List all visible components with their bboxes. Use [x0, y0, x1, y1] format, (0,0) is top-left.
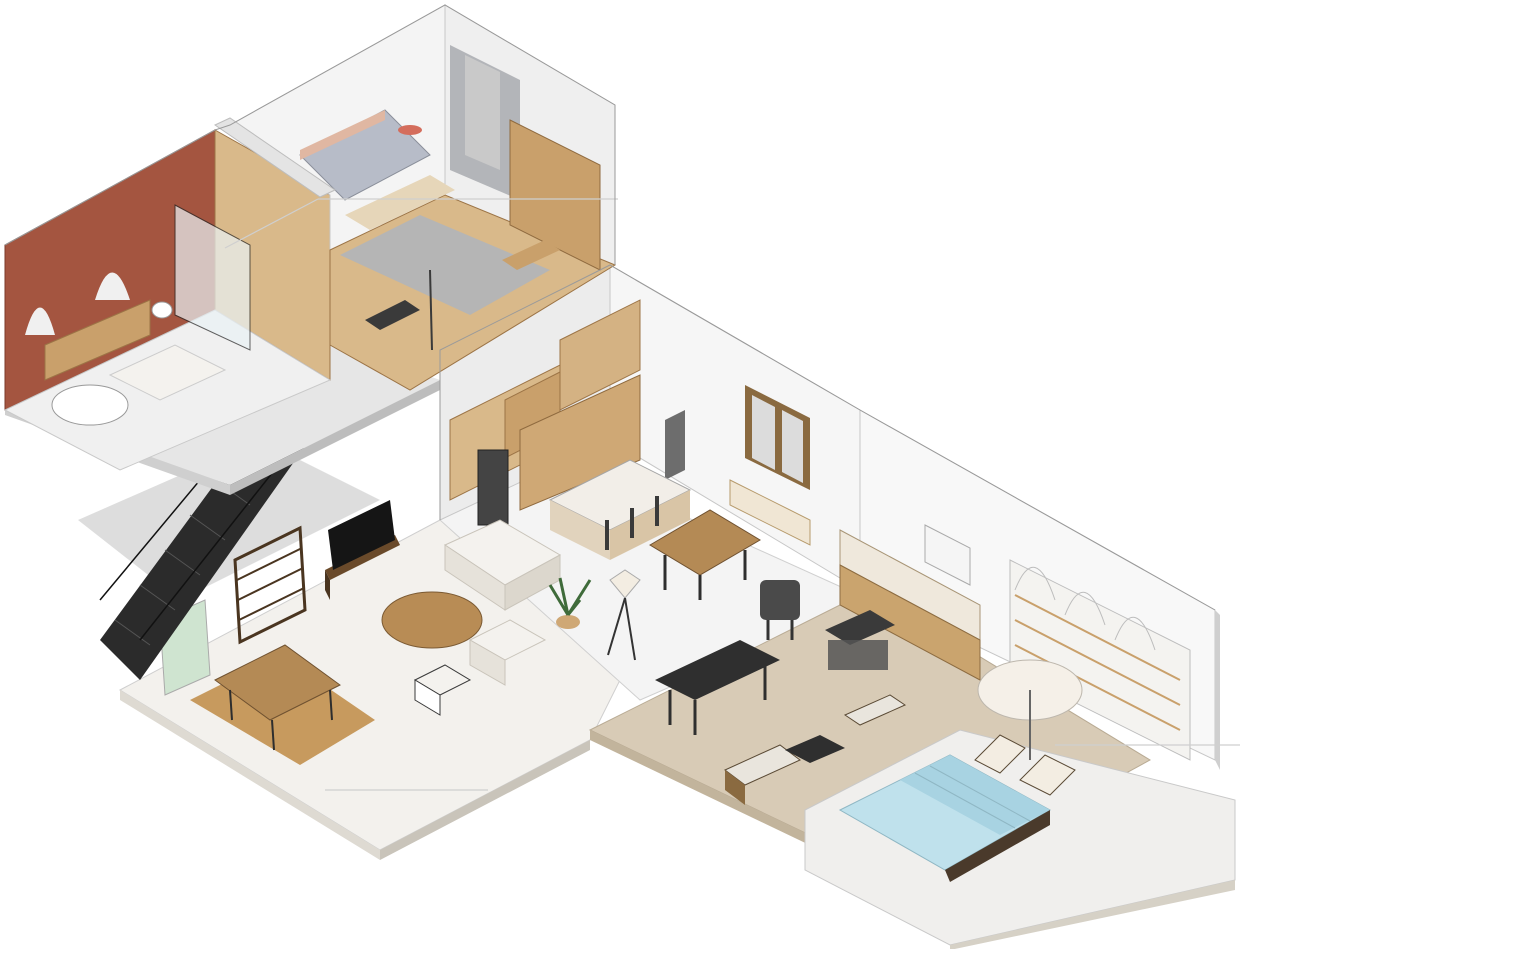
- wall-outlines: [4, 4, 1216, 611]
- arched-shelving: [1009, 559, 1191, 761]
- bedroom: [229, 4, 617, 391]
- indoor-dining-table: [649, 509, 761, 600]
- dining-table: [214, 644, 341, 751]
- partition-wall: [213, 117, 337, 198]
- grill: [760, 580, 800, 640]
- outdoor-dining-table: [655, 640, 780, 735]
- outdoor-coffee-table: [785, 735, 845, 763]
- sofa: [443, 519, 562, 611]
- floor-lamp: [607, 569, 641, 661]
- kitchen-window: [745, 385, 810, 490]
- lounge-chairs: [974, 734, 1076, 796]
- outdoor-kitchen: [839, 524, 981, 681]
- round-coffee-table: [381, 591, 483, 649]
- patio-umbrella: [977, 659, 1083, 760]
- kitchen-cabinets: [449, 299, 685, 526]
- armchair: [468, 619, 547, 686]
- outdoor-sofa: [724, 694, 907, 805]
- kitchen-island: [548, 459, 692, 560]
- bookshelf: [233, 525, 307, 645]
- bathroom: [3, 129, 332, 471]
- leader-lines: [224, 198, 1240, 791]
- pool: [804, 729, 1236, 950]
- tv-console: [325, 500, 400, 600]
- potted-plant: [548, 577, 592, 629]
- bar-cart: [825, 610, 895, 670]
- sideboard: [729, 479, 811, 546]
- side-table: [413, 664, 472, 716]
